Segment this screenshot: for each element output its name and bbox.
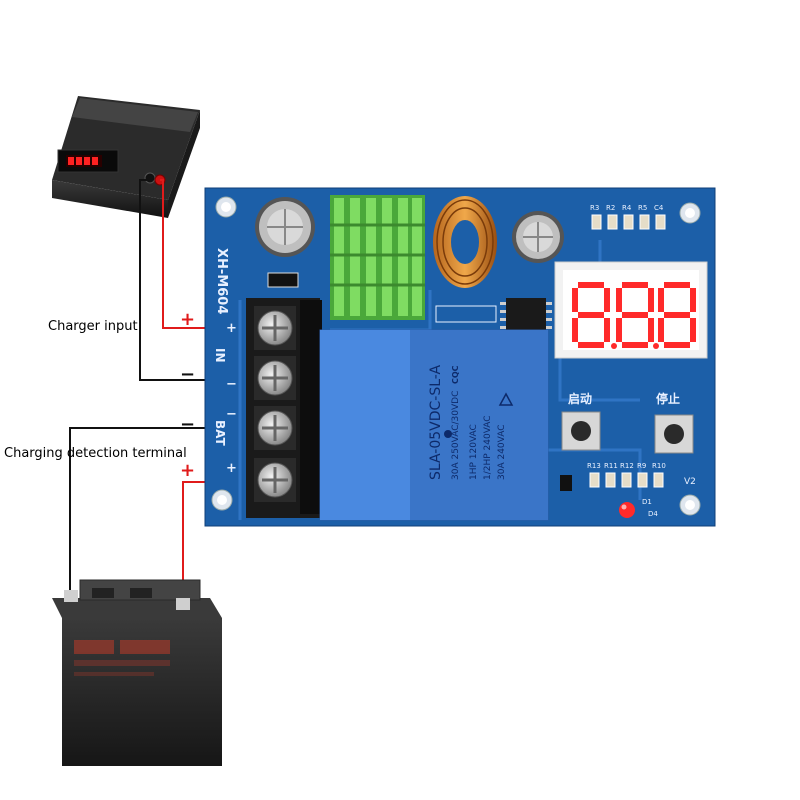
charger-device <box>52 96 200 218</box>
relay-rating-4: 30A 240VAC <box>497 424 507 480</box>
res-bottom-4: R9 <box>637 462 646 470</box>
terminal-in-minus[interactable] <box>254 356 296 400</box>
res-bottom-3: R12 <box>620 462 634 470</box>
terminal-in-plus[interactable] <box>254 306 296 350</box>
relay-rating-2: 1HP 120VAC <box>469 424 479 480</box>
board-model-label: XH-M604 <box>214 248 229 314</box>
res-top-2: R2 <box>606 204 615 212</box>
charger-positive-sign: + <box>180 309 195 330</box>
charger-negative-sign: − <box>180 364 195 385</box>
resistor-row-top: R3 R2 R4 R5 C4 <box>590 204 666 230</box>
res-top-5: C4 <box>654 204 664 212</box>
resistor-row-bottom: R13 R11 R12 R9 R10 V2 <box>587 462 696 488</box>
status-led: D1 D4 <box>619 498 658 518</box>
res-bottom-2: R11 <box>604 462 618 470</box>
digits <box>572 282 696 349</box>
relay-rating-3: 1/2HP 240VAC <box>483 415 493 480</box>
inductor-coil <box>433 196 497 288</box>
res-bottom-1: R13 <box>587 462 601 470</box>
stop-label: 停止 <box>656 391 680 406</box>
charger-input-label: Charger input <box>48 319 138 334</box>
heatsink <box>330 195 425 320</box>
capacitor-left <box>255 197 315 257</box>
battery-positive-sign: + <box>180 460 195 481</box>
res-top-4: R5 <box>638 204 647 212</box>
terminal-bat-plus[interactable] <box>254 458 296 502</box>
charging-detection-label: Charging detection terminal <box>4 446 187 461</box>
battery-negative-sign: − <box>180 414 195 435</box>
in-plus-mark: + <box>226 321 237 336</box>
d4-label: D4 <box>648 510 658 518</box>
mounting-holes <box>211 196 701 516</box>
start-button-group: 启动 <box>561 391 601 451</box>
battery-label-left <box>74 640 114 654</box>
terminal-block <box>246 298 322 518</box>
relay-rating-1: 30A 250VAC/30VDC <box>451 391 461 480</box>
stop-button-cap[interactable] <box>664 424 684 444</box>
battery <box>52 579 222 766</box>
relay-label-group: SLA-05VDC-SL-A 30A 250VAC/30VDC 1HP 120V… <box>428 364 507 480</box>
d1-label: D1 <box>642 498 652 506</box>
res-bottom-5: R10 <box>652 462 666 470</box>
relay-model: SLA-05VDC-SL-A <box>428 364 444 480</box>
battery-negative-wire <box>69 427 246 590</box>
board-bat-label: BAT <box>213 420 227 447</box>
relay-warning-icon <box>498 392 514 406</box>
res-top-1: R3 <box>590 204 599 212</box>
v2-label: V2 <box>684 477 696 487</box>
relay-dot <box>444 430 452 438</box>
seven-segment-display <box>554 261 708 359</box>
transistor-q1 <box>560 475 572 491</box>
bat-minus-mark: − <box>226 407 237 422</box>
terminal-screws <box>254 306 296 502</box>
battery-positive-post <box>176 598 190 610</box>
diode-small <box>267 272 299 288</box>
battery-negative-post <box>64 590 78 602</box>
bat-plus-mark: + <box>226 461 237 476</box>
res-top-3: R4 <box>622 204 632 212</box>
battery-label-right <box>120 640 170 654</box>
board-in-label: IN <box>213 348 227 363</box>
in-minus-mark: − <box>226 377 237 392</box>
relay-cqc-mark: CQC <box>451 365 460 384</box>
charger-negative-wire <box>139 179 246 381</box>
start-label: 启动 <box>568 391 592 406</box>
capacitor-right <box>512 211 564 263</box>
charger-black-terminal <box>144 172 156 184</box>
terminal-bat-minus[interactable] <box>254 406 296 450</box>
stop-button-group: 停止 <box>654 391 694 454</box>
start-button-cap[interactable] <box>571 421 591 441</box>
relay: SLA-05VDC-SL-A 30A 250VAC/30VDC 1HP 120V… <box>319 329 549 521</box>
